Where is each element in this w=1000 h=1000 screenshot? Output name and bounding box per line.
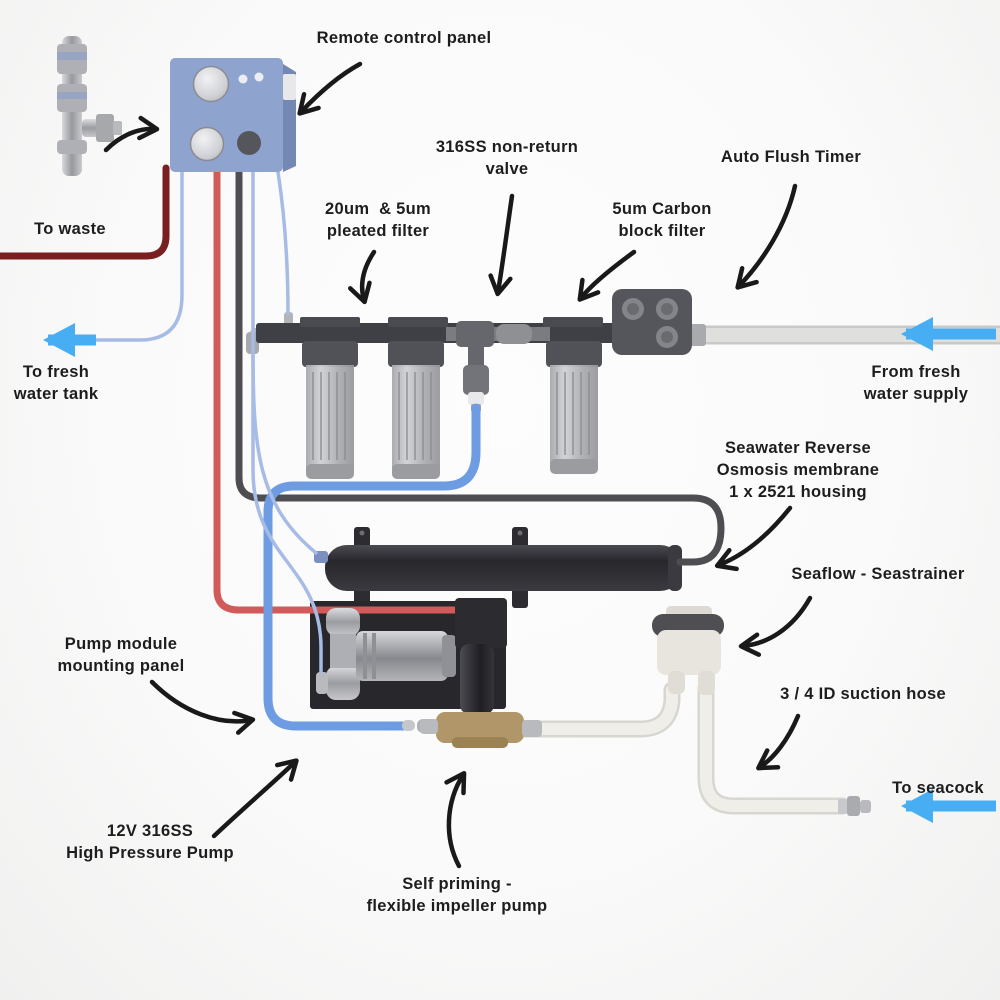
brine-hose — [235, 168, 725, 566]
membrane-product-port — [314, 551, 328, 563]
filter-bracket-tab — [543, 317, 603, 327]
waste-hose — [0, 164, 170, 260]
label-auto-flush-timer: Auto Flush Timer — [720, 148, 862, 166]
auto-flush-timer — [612, 289, 692, 355]
high-pressure-pump — [316, 608, 456, 700]
seastrainer — [652, 606, 724, 695]
arrow-pump-panel — [149, 679, 256, 735]
panel-side-tab — [283, 74, 296, 100]
filter-bracket-tab — [388, 317, 448, 327]
label-carbon-filter: 5um Carbon block filter — [612, 200, 712, 240]
impeller-pump-motor — [455, 598, 507, 714]
non-return-valve — [446, 321, 550, 412]
arrow-membrane — [714, 505, 793, 572]
impeller-pump-head — [420, 712, 542, 748]
pressure-hose — [213, 168, 472, 614]
panel-knob-bottom — [189, 126, 225, 162]
arrow-impeller-pump — [444, 771, 467, 869]
filter-assembly — [246, 289, 692, 479]
arrow-hp-pump — [211, 758, 299, 839]
arrow-remote-panel — [297, 61, 363, 116]
pleated-filter-1 — [302, 341, 358, 479]
arrow-carbon-filter — [577, 249, 637, 302]
feed-hose — [263, 403, 481, 731]
pleated-filter-2 — [388, 341, 444, 479]
arrow-seastrainer — [738, 595, 813, 657]
panel-indicator-light — [238, 74, 248, 84]
label-to-waste: To waste — [34, 220, 106, 238]
suction-hose-run — [515, 679, 851, 815]
product-hose-to-tank — [94, 170, 184, 342]
label-from-fresh-water-supply: From fresh water supply — [863, 363, 969, 403]
arrow-pleated-filter — [348, 249, 377, 305]
panel-dark-button — [237, 131, 261, 155]
filter-bracket-tab — [300, 317, 360, 327]
arrow-suction-hose — [756, 713, 801, 771]
product-hose-panel — [276, 170, 290, 316]
pump-module — [213, 168, 507, 714]
label-to-fresh-water-tank: To fresh water tank — [13, 363, 99, 403]
ro-membrane-housing — [314, 527, 682, 608]
arrow-to-panel-left — [103, 115, 160, 153]
remote-control-panel — [170, 58, 296, 172]
seacock-fitting — [838, 796, 871, 816]
annotation-arrows — [103, 61, 813, 869]
label-membrane: Seawater Reverse Osmosis membrane 1 x 25… — [716, 439, 880, 501]
hp-pump-inlet-elbow — [316, 672, 328, 694]
label-high-pressure-pump: 12V 316SS High Pressure Pump — [66, 822, 234, 862]
panel-knob-top — [192, 65, 230, 103]
label-non-return-valve: 316SS non-return valve — [435, 138, 579, 178]
label-seastrainer: Seaflow - Seastrainer — [791, 565, 965, 583]
label-pump-mounting-panel: Pump module mounting panel — [57, 635, 185, 675]
arrow-auto-flush-timer — [735, 183, 798, 290]
label-pleated-filter: 20um & 5um pleated filter — [325, 200, 431, 240]
flow-arrows — [43, 317, 996, 823]
carbon-block-filter — [546, 341, 602, 474]
supply-pipe-nut — [690, 324, 706, 346]
label-to-seacock: To seacock — [892, 779, 984, 797]
panel-indicator-light — [254, 72, 264, 82]
label-suction-hose: 3 / 4 ID suction hose — [780, 685, 946, 703]
label-remote-control-panel: Remote control panel — [316, 29, 492, 47]
waste-tee-valve — [57, 36, 122, 176]
arrow-non-return-valve — [488, 193, 515, 297]
label-impeller-pump: Self priming - flexible impeller pump — [366, 875, 548, 915]
sensor-hose-hp-pump — [251, 170, 323, 674]
